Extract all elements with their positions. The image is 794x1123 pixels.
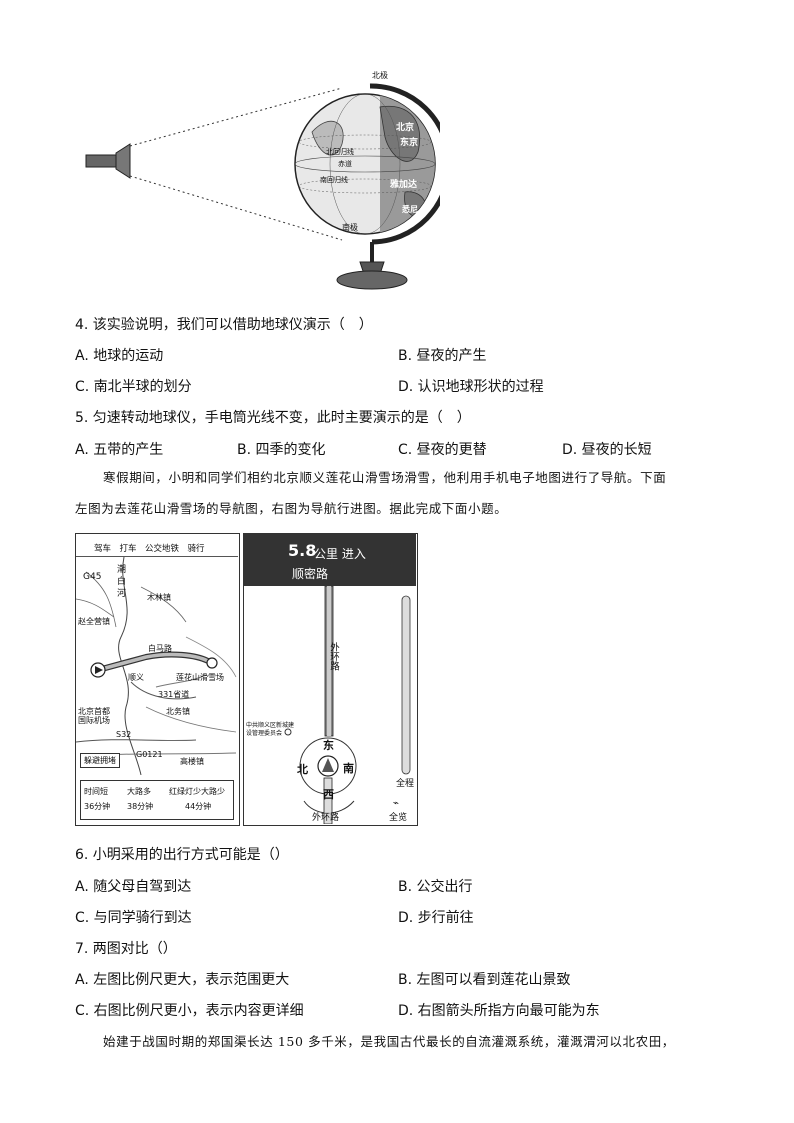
label-north-regression: 北回归线 [326, 147, 354, 156]
label-yajiada: 雅加达 [389, 178, 417, 190]
label-s32: S32 [116, 730, 132, 739]
label-he: 河 [117, 589, 127, 599]
question-5-option-c[interactable]: C. 昼夜的更替 [398, 442, 487, 458]
label-outer-ring-vertical: 外环路 [328, 642, 339, 671]
globe-experiment-figure: 北极 北京 东京 北回归线 赤道 雅加达 南回归线 悉尼 南极 [80, 62, 452, 297]
destination-marker [206, 657, 218, 669]
route-option-1-time[interactable]: 36分钟 [84, 802, 111, 811]
question-7-option-c[interactable]: C. 右图比例尺更小，表示内容更详细 [75, 1003, 304, 1019]
passage-2: 始建于战国时期的郑国渠长达 150 多千米，是我国古代最长的自流灌溉系统，灌溉渭… [75, 1026, 735, 1057]
label-bai: 白 [117, 577, 127, 587]
question-6-option-c[interactable]: C. 与同学骑行到达 [75, 910, 192, 926]
navigation-screen-right: 5.8 公里 进入 顺密路 外环路 中共顺义区新城建设管理委员会 东 南 北 西… [243, 533, 418, 826]
poi-marker [284, 728, 292, 736]
question-5-option-d[interactable]: D. 昼夜的长短 [562, 442, 652, 458]
label-g45: G45 [83, 572, 102, 582]
label-chao: 潮 [117, 565, 127, 575]
label-dongjing: 东京 [400, 136, 418, 148]
question-7-option-a[interactable]: A. 左图比例尺更大，表示范围更大 [75, 972, 290, 988]
label-government: 中共顺义区新城建设管理委员会 [246, 722, 295, 737]
navigation-map [284, 586, 411, 824]
passage-2-line-1: 始建于战国时期的郑国渠长达 150 多千米，是我国古代最长的自流灌溉系统，灌溉渭… [103, 1034, 675, 1049]
compass-west: 西 [323, 788, 334, 801]
question-5-stem: 5. 匀速转动地球仪，手电筒光线不变，此时主要演示的是（ ） [75, 410, 471, 426]
question-5-option-a[interactable]: A. 五带的产生 [75, 442, 164, 458]
label-airport-2: 国际机场 [78, 716, 110, 725]
label-shunyi: 顺义 [128, 673, 144, 682]
label-north-pole: 北极 [372, 70, 388, 80]
target-road: 顺密路 [292, 567, 329, 581]
question-7-option-b[interactable]: B. 左图可以看到莲花山景致 [398, 972, 571, 988]
globe-illustration: 北极 北京 东京 北回归线 赤道 雅加达 南回归线 悉尼 南极 [85, 70, 452, 290]
question-5-option-b[interactable]: B. 四季的变化 [237, 442, 326, 458]
label-gaoli: 高楼镇 [180, 757, 204, 766]
passage-1: 寒假期间，小明和同学们相约北京顺义莲花山滑雪场滑雪，他利用手机电子地图进行了导航… [75, 462, 715, 524]
label-mulin: 木林镇 [147, 593, 171, 602]
passage-1-line-1: 寒假期间，小明和同学们相约北京顺义莲花山滑雪场滑雪，他利用手机电子地图进行了导航… [103, 470, 667, 485]
flashlight-handle [85, 154, 117, 168]
question-6-stem: 6. 小明采用的出行方式可能是（） [75, 847, 289, 863]
compass-north: 北 [297, 763, 308, 776]
question-4-stem: 4. 该实验说明，我们可以借助地球仪演示（ ） [75, 317, 373, 333]
question-4-option-b[interactable]: B. 昼夜的产生 [398, 348, 487, 364]
label-whole-trip: 全程 [396, 779, 415, 789]
label-beijing: 北京 [396, 121, 414, 133]
avoid-congestion-button[interactable]: 躲避拥堵 [80, 753, 120, 768]
label-s331: 331省道 [158, 690, 190, 699]
distance-unit-text: 公里 进入 [314, 547, 366, 561]
route-option-3-name[interactable]: 红绿灯少大路少 [169, 787, 225, 796]
progress-bar [401, 595, 411, 775]
label-airport-1: 北京首都 [78, 707, 110, 716]
question-6-option-a[interactable]: A. 随父母自驾到达 [75, 879, 192, 895]
route-option-1-name[interactable]: 时间短 [84, 787, 108, 796]
compass-south: 南 [343, 762, 354, 775]
light-beam-bottom [129, 175, 343, 241]
route-options: 时间短 36分钟 大路多 38分钟 红绿灯少大路少 44分钟 [80, 780, 234, 820]
compass-east: 东 [323, 739, 334, 752]
distance-value: 5.8 [288, 541, 317, 560]
flashlight-head [115, 143, 131, 179]
question-4-option-a[interactable]: A. 地球的运动 [75, 348, 164, 364]
overview-button[interactable]: 全览 [389, 813, 408, 823]
navigation-map-left: 驾车 打车 公交地铁 骑行 G45 潮 白 河 木林镇 赵全营镇 白马路 顺义 … [75, 533, 240, 826]
question-4-option-d[interactable]: D. 认识地球形状的过程 [398, 379, 544, 395]
label-g0121: G0121 [136, 750, 163, 759]
guidance-banner: 5.8 公里 进入 顺密路 [244, 534, 416, 586]
light-beam-top [129, 87, 343, 147]
label-baimalu: 白马路 [148, 644, 172, 653]
label-south-regression: 南回归线 [320, 175, 348, 184]
label-beiwu: 北务镇 [166, 707, 190, 716]
label-outer-ring-bottom: 外环路 [312, 813, 340, 823]
question-7-stem: 7. 两图对比（） [75, 941, 177, 957]
label-equator: 赤道 [338, 159, 352, 168]
label-lianhuashan: 莲花山滑雪场 [176, 673, 224, 682]
question-6-option-b[interactable]: B. 公交出行 [398, 879, 473, 895]
label-zhaoquanying: 赵全营镇 [78, 617, 110, 626]
overview-icon[interactable]: ⌁ [393, 798, 400, 809]
route-option-2-time[interactable]: 38分钟 [127, 802, 154, 811]
question-4-option-c[interactable]: C. 南北半球的划分 [75, 379, 192, 395]
label-south-pole: 南极 [342, 222, 358, 232]
route-map [76, 557, 237, 775]
label-sydney: 悉尼 [401, 204, 418, 214]
travel-mode-tabs[interactable]: 驾车 打车 公交地铁 骑行 [94, 544, 205, 554]
route-option-2-name[interactable]: 大路多 [127, 787, 151, 796]
passage-1-line-2: 左图为去莲花山滑雪场的导航图，右图为导航行进图。据此完成下面小题。 [75, 501, 508, 516]
question-6-option-d[interactable]: D. 步行前往 [398, 910, 474, 926]
question-7-option-d[interactable]: D. 右图箭头所指方向最可能为东 [398, 1003, 600, 1019]
route-option-3-time[interactable]: 44分钟 [185, 802, 212, 811]
globe-base [336, 270, 408, 290]
